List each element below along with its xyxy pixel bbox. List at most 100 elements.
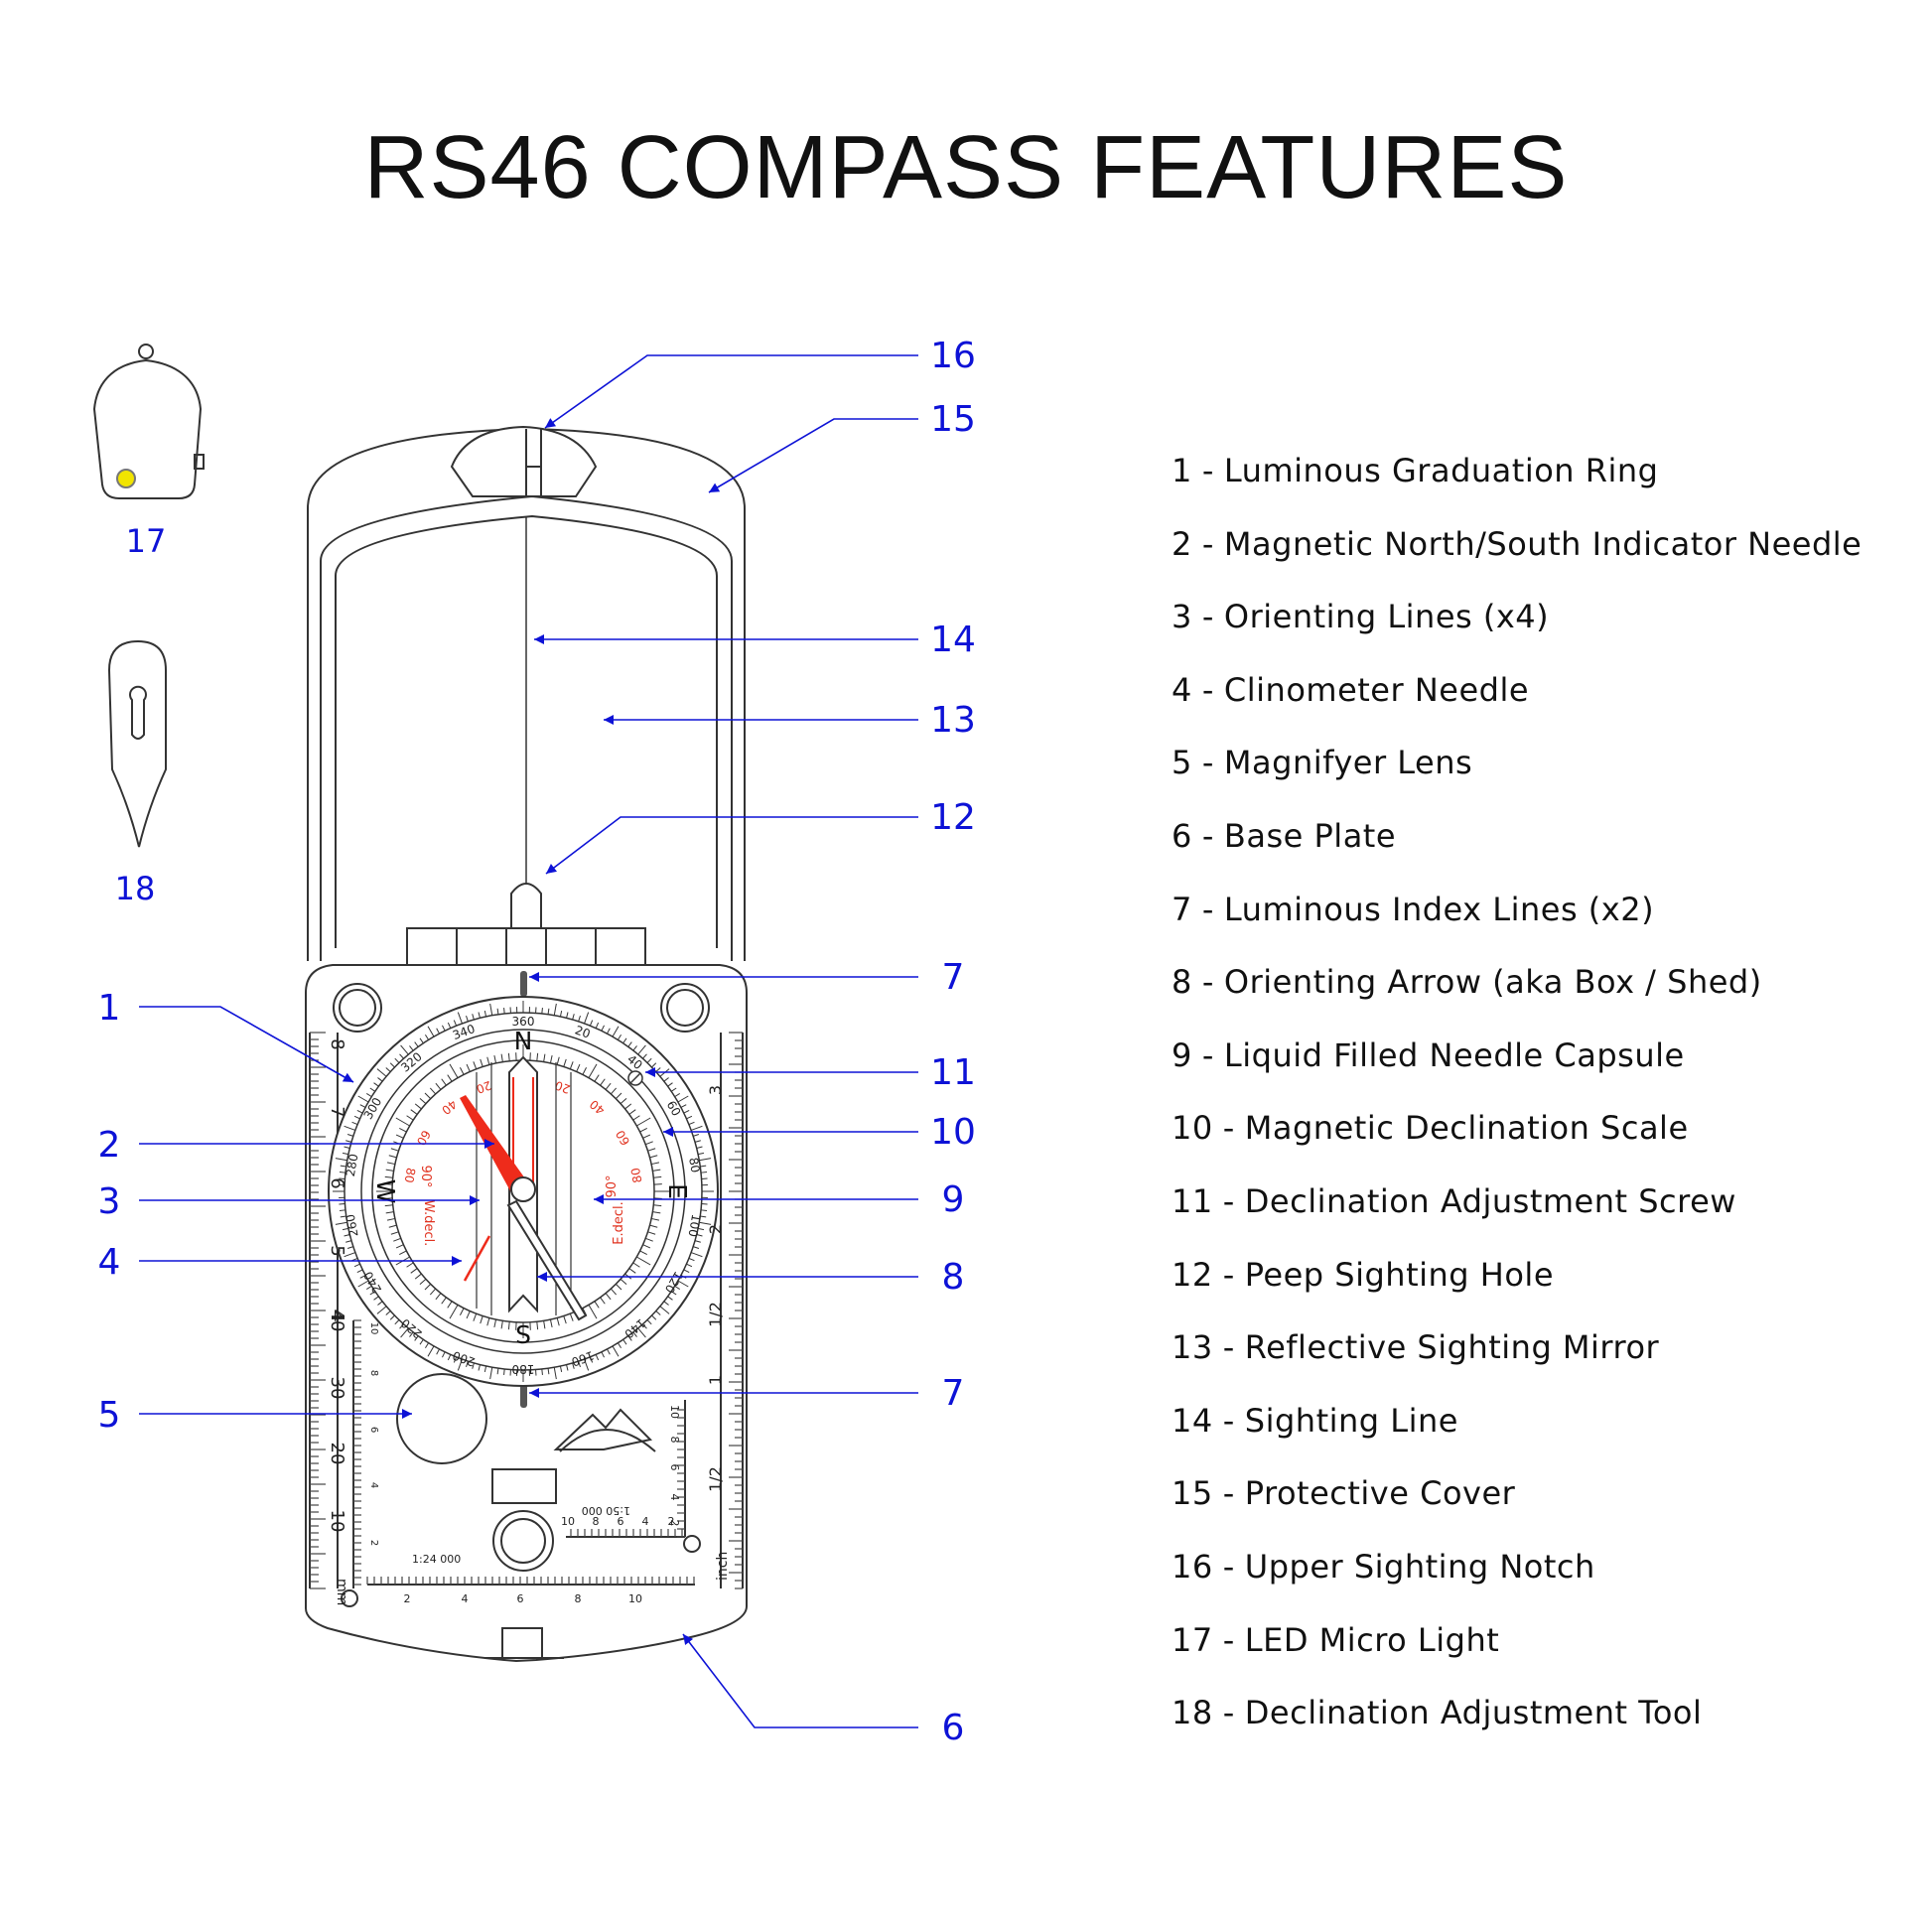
inner-tick	[624, 1103, 632, 1110]
inner-tick	[556, 1056, 560, 1065]
inner-tick	[399, 1127, 407, 1133]
inner-tick	[395, 1244, 404, 1249]
dial-tick	[670, 1291, 677, 1296]
callout-9: 9	[942, 1179, 965, 1220]
inch-left-number: 6	[327, 1177, 347, 1188]
inner-tick	[424, 1283, 432, 1291]
inner-tick	[473, 1313, 478, 1321]
dial-tick	[496, 1368, 499, 1375]
inner-tick	[652, 1169, 661, 1172]
callout-4: 4	[98, 1242, 121, 1283]
legend-item: 12-Peep Sighting Hole	[1172, 1255, 1554, 1294]
dial-tick	[642, 1053, 647, 1059]
dial-tick	[697, 1227, 705, 1231]
dial-tick	[547, 1368, 550, 1375]
s24-vert-number: 4	[368, 1482, 379, 1488]
inner-tick	[429, 1087, 437, 1095]
callout-18: 18	[115, 870, 156, 907]
legend-item: 2-Magnetic North/South Indicator Needle	[1172, 524, 1863, 563]
inner-tick	[399, 1250, 407, 1256]
dial-tick	[670, 1087, 677, 1092]
inner-tick	[414, 1273, 422, 1280]
inner-tick	[410, 1268, 418, 1274]
dial-tick	[342, 1227, 349, 1231]
mm-unit: mm	[334, 1579, 349, 1605]
inner-tick	[647, 1231, 656, 1235]
callout-11: 11	[930, 1052, 976, 1093]
scale-24k-label: 1:24 000	[412, 1553, 461, 1566]
dial-tick	[373, 1296, 379, 1301]
dial-tick	[335, 1221, 347, 1225]
dial-tick	[655, 1311, 661, 1315]
dial-tick	[612, 1345, 620, 1357]
dial-tick	[419, 1037, 424, 1044]
inner-tick	[386, 1162, 395, 1166]
inner-tick	[610, 1087, 618, 1095]
inner-tick	[388, 1155, 397, 1159]
inner-tick	[639, 1250, 647, 1256]
dial-tick	[503, 1368, 505, 1376]
inner-tick	[385, 1169, 394, 1172]
inner-tick	[636, 1117, 651, 1127]
dial-tick	[400, 1044, 409, 1055]
inner-tick	[563, 1058, 567, 1067]
legend-item: 8-Orienting Arrow (aka Box / Shed)	[1172, 963, 1762, 1002]
inner-tick	[569, 1061, 574, 1069]
callout-2: 2	[98, 1125, 121, 1166]
dial-tick	[627, 1041, 632, 1047]
inner-tick	[615, 1283, 622, 1291]
dial-tick	[566, 1364, 569, 1371]
callout-line	[708, 418, 918, 493]
dial-tick	[409, 1045, 414, 1051]
mm-number: 30	[327, 1377, 347, 1400]
legend-item: 1-Luminous Graduation Ring	[1172, 452, 1659, 489]
dial-tick	[472, 1014, 475, 1021]
clinometer-needle	[463, 1235, 491, 1282]
inner-tick	[543, 1053, 546, 1062]
inch-right-number: 1	[706, 1375, 725, 1385]
dial-tick	[693, 1134, 700, 1137]
dial-tick	[595, 1354, 600, 1361]
e-deg-label: 90°	[605, 1174, 620, 1197]
s50-vert-number: 6	[668, 1464, 681, 1471]
inner-tick	[507, 1321, 510, 1330]
sight-details	[491, 971, 656, 1572]
ruler-ticks	[310, 1032, 743, 1589]
dial-tick	[466, 1361, 469, 1368]
dial-tick	[688, 1121, 695, 1126]
s50-number: 4	[642, 1515, 649, 1528]
dial-tick	[389, 1062, 395, 1068]
dial-tick	[690, 1252, 703, 1258]
dial-tick	[436, 1348, 440, 1355]
dial-tick	[572, 1362, 575, 1369]
dial-tick	[683, 1269, 690, 1273]
dial-tick	[414, 1041, 419, 1047]
bezel-label: 60	[664, 1098, 684, 1118]
dial-tick	[357, 1280, 369, 1288]
callout-13: 13	[930, 700, 976, 741]
s24-number: 4	[462, 1592, 469, 1605]
inner-tick	[651, 1162, 660, 1166]
inner-tick	[556, 1317, 560, 1326]
inner-tick	[500, 1053, 503, 1062]
inner-tick	[620, 1097, 627, 1105]
inner-tick	[441, 1078, 447, 1086]
dial-tick	[414, 1335, 419, 1341]
dial-tick	[607, 1028, 611, 1035]
legend-item: 5-Magnifyer Lens	[1172, 744, 1473, 782]
dial-tick	[357, 1095, 369, 1103]
dial-tick	[667, 1296, 673, 1301]
dial-tick	[627, 1335, 632, 1341]
inner-tick	[388, 1224, 397, 1228]
dial-tick	[680, 1104, 687, 1108]
dial-tick	[572, 1014, 575, 1021]
inner-tick	[480, 1315, 483, 1324]
legend-item: 16-Upper Sighting Notch	[1172, 1547, 1595, 1586]
inner-tick	[642, 1244, 651, 1249]
dial-tick	[674, 1285, 681, 1290]
inner-tick	[600, 1297, 606, 1305]
dial-tick	[436, 1028, 440, 1035]
